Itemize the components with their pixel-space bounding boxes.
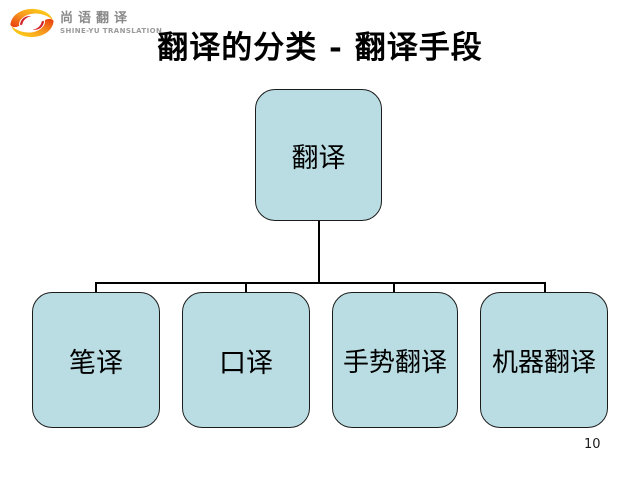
connector-horizontal [95, 282, 546, 284]
logo-name-english: SHINE-YU TRANSLATION [60, 27, 163, 35]
child-node-machine-translation: 机器翻译 [480, 292, 608, 428]
logo-text: 尚语翻译 SHINE-YU TRANSLATION [60, 11, 162, 35]
page-number: 10 [584, 437, 601, 452]
connector-stub-3 [393, 282, 395, 293]
company-logo: 尚语翻译 SHINE-YU TRANSLATION [8, 4, 162, 42]
child-node-interpretation: 口译 [182, 292, 310, 428]
connector-stub-1 [95, 282, 97, 293]
slide-title: 翻译的分类 - 翻译手段 [157, 30, 483, 66]
child-node-sign-language-translation: 手势翻译 [332, 292, 458, 428]
logo-name-chinese: 尚语翻译 [60, 11, 133, 26]
root-node-translation: 翻译 [255, 89, 382, 221]
child-node-written-translation: 笔译 [32, 292, 160, 428]
connector-root-vertical [318, 221, 320, 283]
connector-stub-2 [245, 282, 247, 293]
connector-stub-4 [544, 282, 546, 293]
child-node-label: 口译 [219, 347, 273, 379]
child-node-label: 笔译 [69, 347, 123, 379]
root-node-label: 翻译 [291, 142, 346, 174]
child-node-label: 手势翻译 [342, 347, 447, 378]
child-node-label: 机器翻译 [491, 347, 596, 378]
swirl-logo-icon [10, 8, 54, 38]
